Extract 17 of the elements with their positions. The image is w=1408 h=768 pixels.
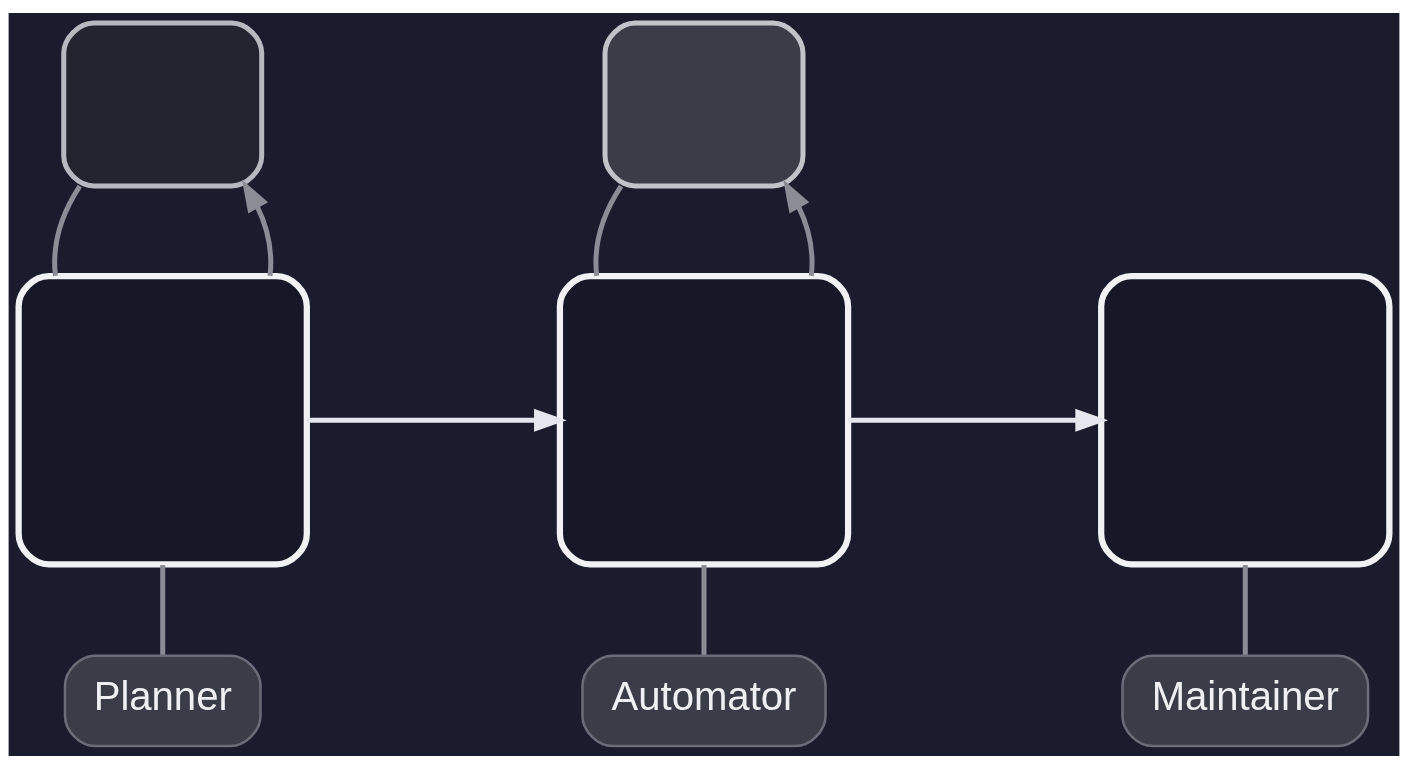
connector <box>593 184 624 276</box>
node-box <box>1098 272 1393 567</box>
arrow <box>241 179 274 276</box>
node-box <box>556 272 852 567</box>
connector <box>52 184 82 276</box>
connector <box>701 564 707 655</box>
connector <box>1242 564 1248 655</box>
node-box <box>15 272 310 567</box>
connector <box>160 564 166 655</box>
node-box <box>602 20 806 188</box>
arrow <box>848 408 1108 432</box>
node-box <box>61 20 265 188</box>
node-box: Planner <box>63 654 262 747</box>
arrow <box>783 179 815 276</box>
node-box: Automator <box>581 654 827 747</box>
arrow <box>306 408 567 432</box>
node-box: Maintainer <box>1121 654 1370 747</box>
